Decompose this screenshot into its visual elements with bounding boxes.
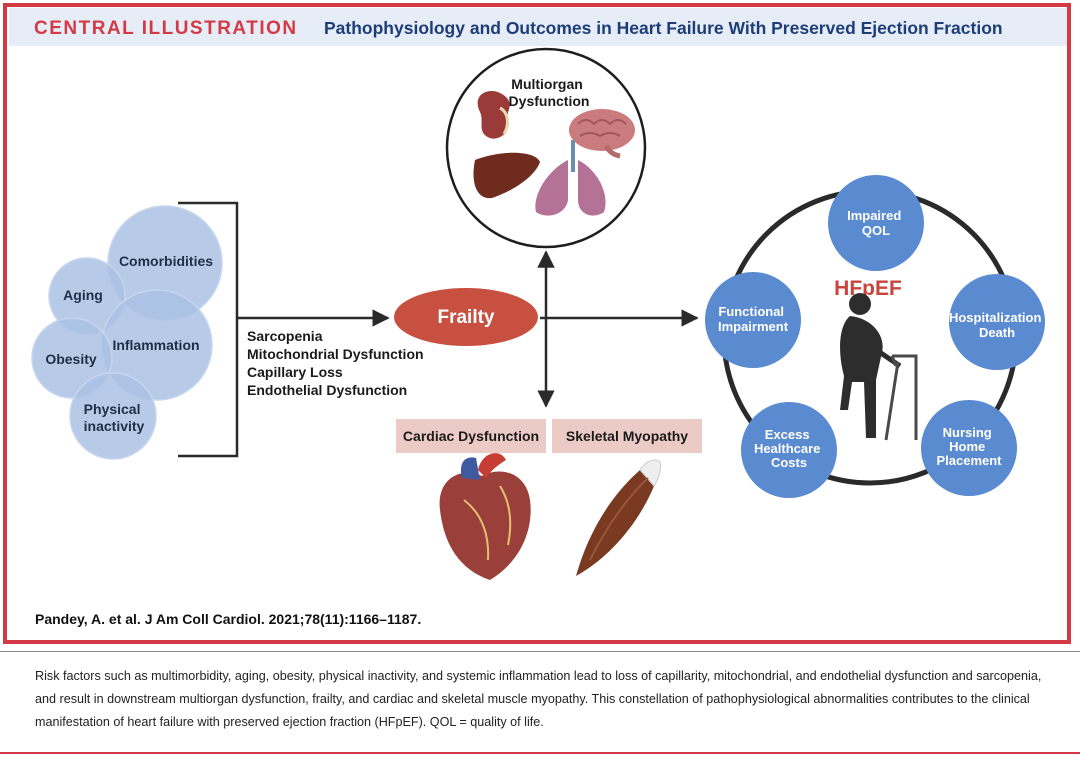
impaired-qol-label: Impaired QOL xyxy=(847,208,905,238)
impaired-qol-node xyxy=(828,175,924,271)
hospitalization-death-label: Hospitalization Death xyxy=(949,310,1045,340)
figure-caption: Risk factors such as multimorbidity, agi… xyxy=(35,669,1042,729)
obesity-label: Obesity xyxy=(45,351,97,367)
risk-bracket xyxy=(178,201,239,458)
risk-factor-cluster: Comorbidities Aging Inflammation Obesity… xyxy=(31,205,223,460)
functional-impairment-label: Functional Impairment xyxy=(718,304,789,334)
muscle-icon xyxy=(576,459,661,576)
bottom-divider xyxy=(0,752,1080,754)
inflammation-label: Inflammation xyxy=(112,337,199,353)
header-label: CENTRAL ILLUSTRATION xyxy=(34,18,298,39)
figure-title: Pathophysiology and Outcomes in Heart Fa… xyxy=(324,18,1003,38)
header-band: CENTRAL ILLUSTRATION Pathophysiology and… xyxy=(9,8,1067,46)
nursing-home-label: Nursing Home Placement xyxy=(936,425,1002,468)
cardiac-dysfunction-label: Cardiac Dysfunction xyxy=(403,428,539,444)
multiorgan-node: Multiorgan Dysfunction xyxy=(445,47,647,249)
comorbidities-label: Comorbidities xyxy=(119,253,213,269)
diagram-canvas: Comorbidities Aging Inflammation Obesity… xyxy=(31,47,1045,580)
cardiac-dysfunction-tag xyxy=(396,419,546,453)
mechanism-item: Sarcopenia xyxy=(247,328,323,344)
aging-label: Aging xyxy=(63,287,103,303)
liver-icon xyxy=(473,152,540,199)
mechanism-item: Endothelial Dysfunction xyxy=(247,382,407,398)
frailty-label: Frailty xyxy=(437,307,494,328)
hfpef-label: HFpEF xyxy=(834,277,902,300)
heart-icon xyxy=(439,453,531,580)
excess-costs-label: Excess Healthcare Costs xyxy=(754,427,824,470)
nursing-home-node xyxy=(921,400,1017,496)
citation: Pandey, A. et al. J Am Coll Cardiol. 202… xyxy=(35,611,422,627)
functional-impairment-node xyxy=(705,272,801,368)
kidney-icon xyxy=(477,90,510,139)
elderly-walker-icon xyxy=(840,293,918,441)
mechanism-item: Mitochondrial Dysfunction xyxy=(247,346,424,362)
brain-icon xyxy=(569,109,635,159)
physical-inactivity-circle xyxy=(69,372,157,460)
skeletal-myopathy-label: Skeletal Myopathy xyxy=(566,428,688,444)
frailty-node xyxy=(394,288,538,346)
skeletal-myopathy-tag xyxy=(552,419,702,453)
multiorgan-label: Multiorgan Dysfunction xyxy=(509,76,590,109)
mechanism-item: Capillary Loss xyxy=(247,364,343,380)
lungs-icon xyxy=(535,140,606,216)
hospitalization-death-node xyxy=(949,274,1045,370)
mechanisms-list: Sarcopenia Mitochondrial Dysfunction Cap… xyxy=(247,328,424,398)
physical-inactivity-label: Physical inactivity xyxy=(84,401,145,434)
caption-divider xyxy=(0,651,1080,652)
excess-costs-node xyxy=(741,402,837,498)
